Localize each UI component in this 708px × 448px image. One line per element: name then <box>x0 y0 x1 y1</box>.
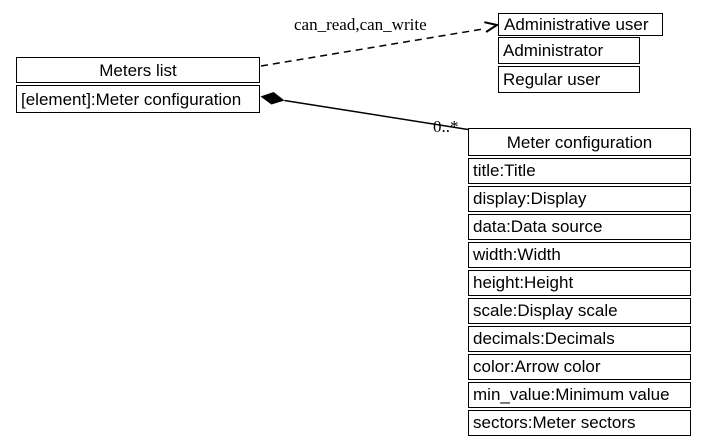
administrative-user-title: Administrative user <box>498 13 663 36</box>
attribute-color: color:Arrow color <box>468 354 691 380</box>
meter-configuration-attributes: title:Title display:Display data:Data so… <box>468 158 691 436</box>
meters-list-attribute-element: [element]:Meter configuration <box>16 85 260 113</box>
attribute-decimals: decimals:Decimals <box>468 326 691 352</box>
attribute-width: width:Width <box>468 242 691 268</box>
attribute-title: title:Title <box>468 158 691 184</box>
attribute-data: data:Data source <box>468 214 691 240</box>
attribute-scale: scale:Display scale <box>468 298 691 324</box>
attribute-sectors: sectors:Meter sectors <box>468 410 691 436</box>
aggregation-line <box>284 99 469 131</box>
attribute-display: display:Display <box>468 186 691 212</box>
administrative-user-item-administrator: Administrator <box>498 37 640 64</box>
attribute-min-value: min_value:Minimum value <box>468 382 691 408</box>
multiplicity-label: 0..* <box>433 117 459 136</box>
dependency-label: can_read,can_write <box>294 15 427 34</box>
dependency-edge <box>260 21 500 67</box>
open-arrowhead-icon <box>484 21 500 33</box>
administrative-user-item-regular-user: Regular user <box>498 66 640 93</box>
aggregation-edge <box>260 92 469 131</box>
dependency-dashed-line <box>260 27 487 67</box>
attribute-height: height:Height <box>468 270 691 296</box>
aggregation-diamond-icon <box>260 92 285 105</box>
meters-list-title: Meters list <box>16 57 260 83</box>
administrative-user-items: Administrator Regular user <box>498 37 640 93</box>
meter-configuration-title: Meter configuration <box>468 128 691 156</box>
